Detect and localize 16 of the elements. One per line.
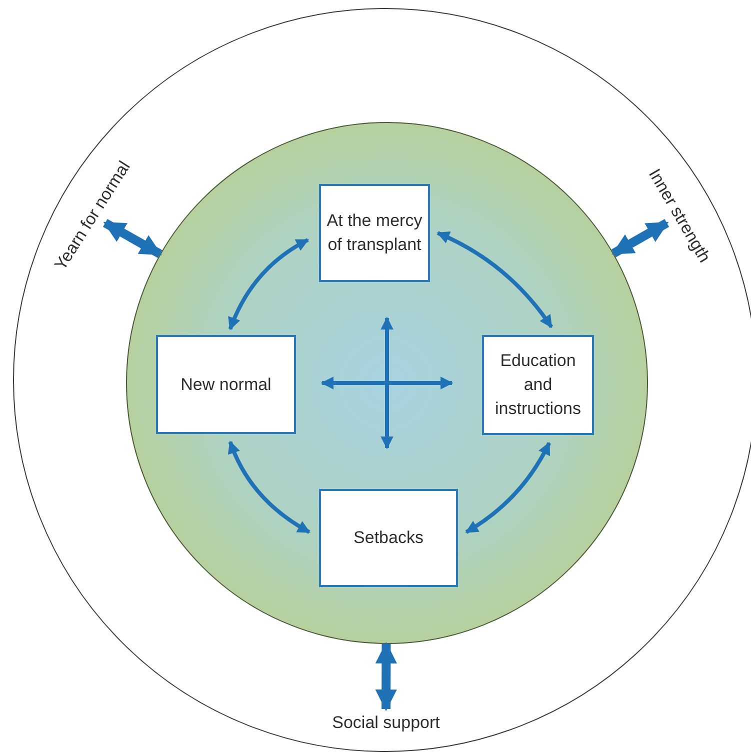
concept-box xyxy=(319,184,430,282)
box-label: Education and instructions xyxy=(494,350,582,420)
curved-double-arrow xyxy=(436,231,554,328)
box-label: Setbacks xyxy=(354,527,424,550)
thick-double-arrow xyxy=(375,642,397,712)
concept-box xyxy=(482,335,594,435)
box-label: At the mercy of transplant xyxy=(326,210,424,256)
curved-double-arrow xyxy=(465,442,551,534)
thick-double-arrow xyxy=(102,219,162,258)
thick-double-arrow xyxy=(611,219,670,258)
concept-box xyxy=(156,335,296,434)
curved-double-arrow xyxy=(228,440,310,534)
concept-box xyxy=(319,489,458,587)
ring-label: Social support xyxy=(332,712,440,734)
box-label: New normal xyxy=(180,374,272,396)
curved-double-arrow xyxy=(228,238,310,330)
